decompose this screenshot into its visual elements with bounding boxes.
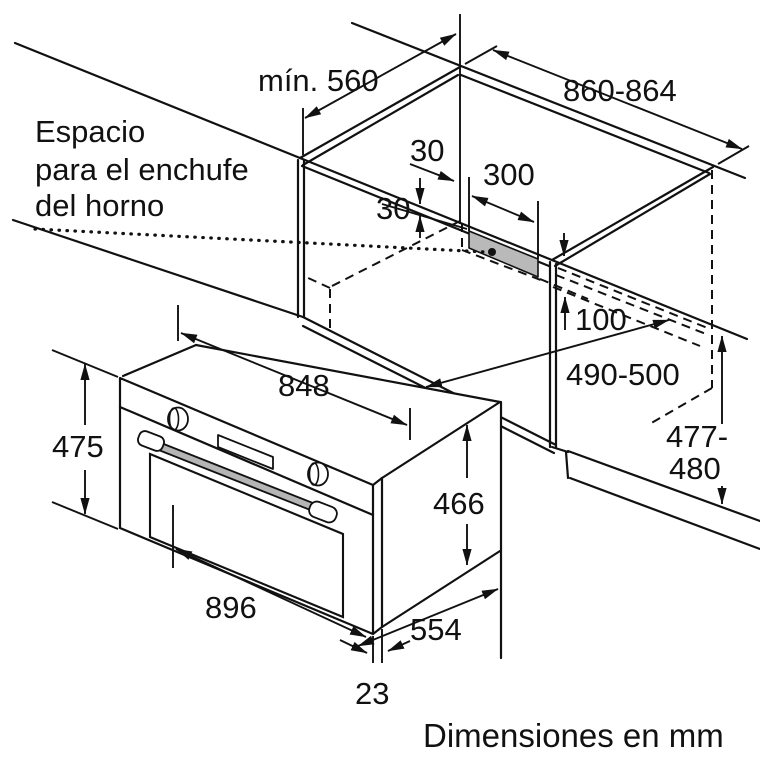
dim-front-width: 896 [205,590,257,625]
footer-units-note: Dimensiones en mm [423,717,724,754]
oven-handle [137,430,338,524]
dim-niche-width: 860-864 [563,73,677,108]
labels: Espacio para el enchufe del horno mín. 5… [35,63,728,754]
oven-display [217,434,274,470]
plug-leader-dots [33,227,488,254]
oven-knob-right [307,461,329,487]
control-panel-line [118,405,375,517]
plug-note-line2: para el enchufe [35,152,249,187]
dim-niche-height-line1: 477- [666,419,728,454]
dim-plug-side-offset: 30 [410,133,444,168]
dim-plug-width: 300 [483,157,535,192]
dim-body-height: 466 [433,486,485,521]
dim-plug-zone-height: 100 [575,302,627,337]
dim-body-depth: 554 [410,612,462,647]
dim-niche-depth: 490-500 [566,357,680,392]
dim-front-height: 475 [52,429,104,464]
plug-space-area [468,230,539,278]
dim-plug-top-gap: 30 [376,191,410,226]
dim-min-wall-depth: mín. 560 [258,63,379,98]
plug-note-line3: del horno [35,188,164,223]
plug-dot [488,248,496,256]
dimension-lines [51,14,750,663]
plug-note-line1: Espacio [35,114,145,149]
dim-door-thickness: 23 [355,676,389,711]
oven-knob-left [167,406,189,432]
dim-niche-height-line2: 480 [669,451,721,486]
dim-body-width: 848 [278,368,330,403]
